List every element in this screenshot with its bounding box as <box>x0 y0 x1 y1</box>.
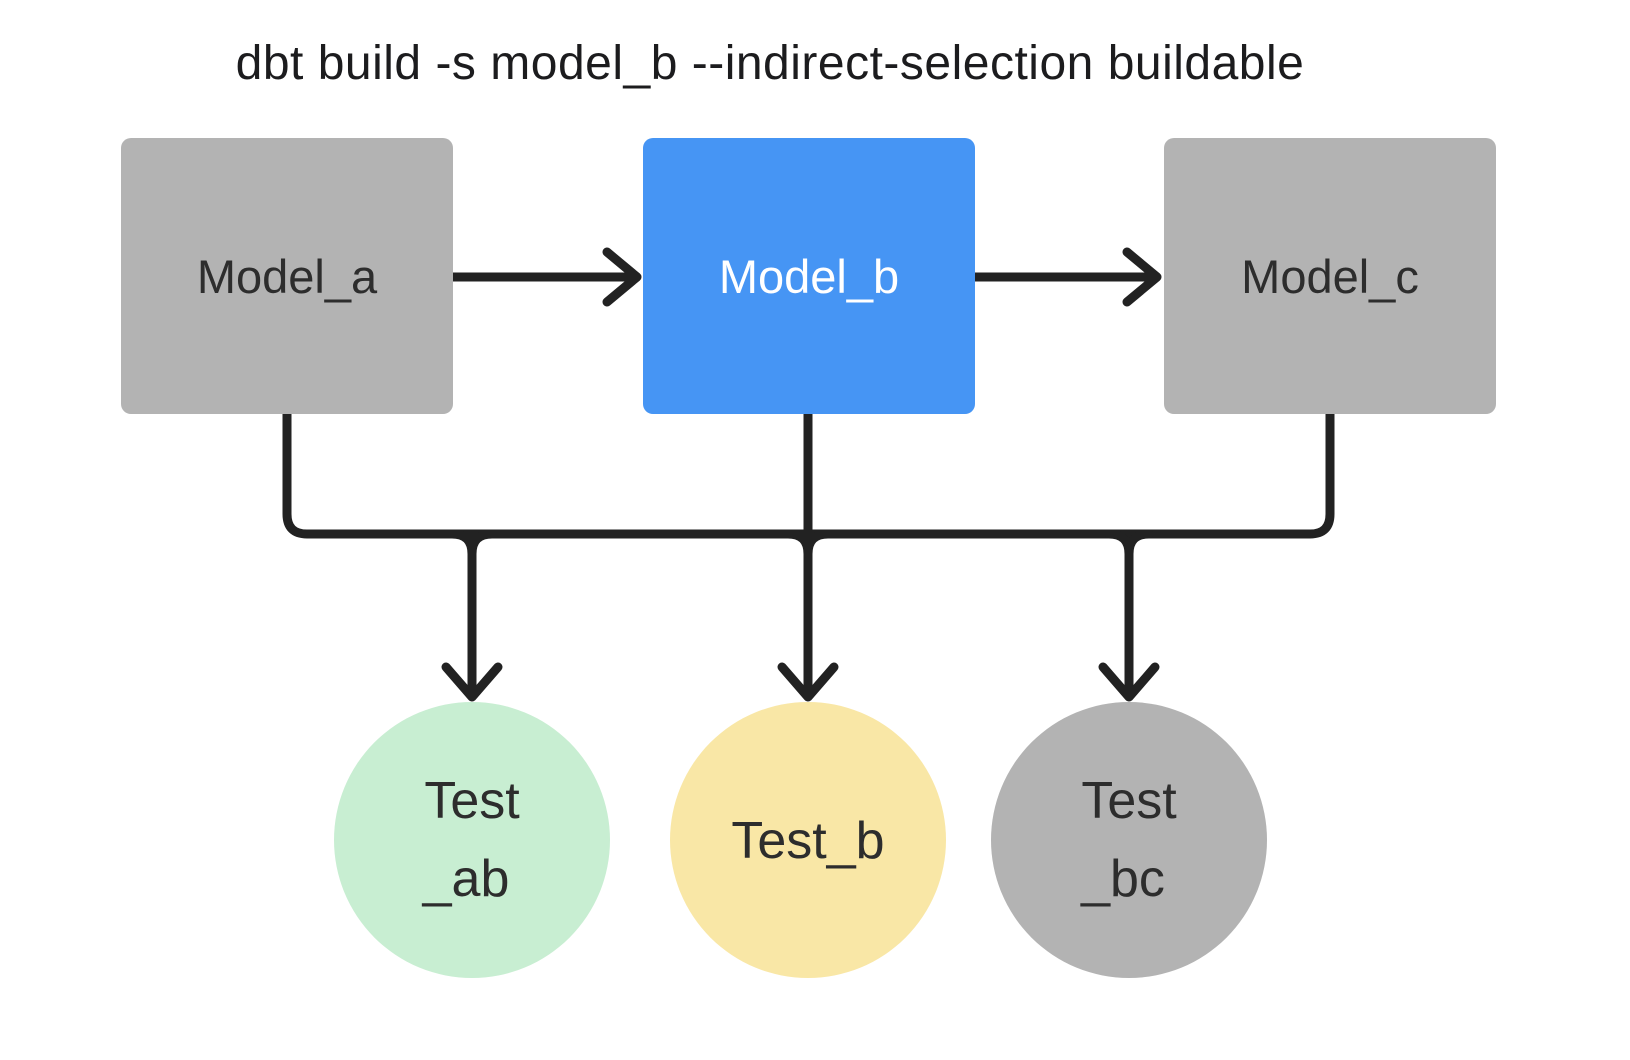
test-ab-node <box>334 702 610 978</box>
edge-bus-to-test-bc <box>1098 529 1160 702</box>
test-ab-label-line2: _ab <box>422 850 510 908</box>
model-b-node <box>643 138 975 414</box>
edge-bus-junction-model-b <box>783 529 833 559</box>
test-bc-label-line1: Test <box>1081 772 1177 830</box>
dark-labels: Model_a Model_c Test _ab Test_b Test _bc <box>197 250 1419 908</box>
model-c-node <box>1164 138 1496 414</box>
diagram-title: dbt build -s model_b --indirect-selectio… <box>236 37 1305 90</box>
edge-model-a-to-model-b <box>448 247 642 307</box>
test-bc-node <box>991 702 1267 978</box>
model-a-label: Model_a <box>197 250 378 303</box>
model-b-label: Model_b <box>719 250 899 303</box>
edge-model-b-to-model-c <box>970 247 1162 307</box>
edge-bus-to-test-ab <box>441 529 503 702</box>
test-bc-label-line2: _bc <box>1080 850 1165 908</box>
test-ab-label-line1: Test <box>424 772 520 830</box>
edge-layer <box>282 247 1335 702</box>
test-b-label: Test_b <box>731 812 884 870</box>
model-c-label: Model_c <box>1241 250 1419 303</box>
model-a-node <box>121 138 453 414</box>
test-b-node <box>670 702 946 978</box>
